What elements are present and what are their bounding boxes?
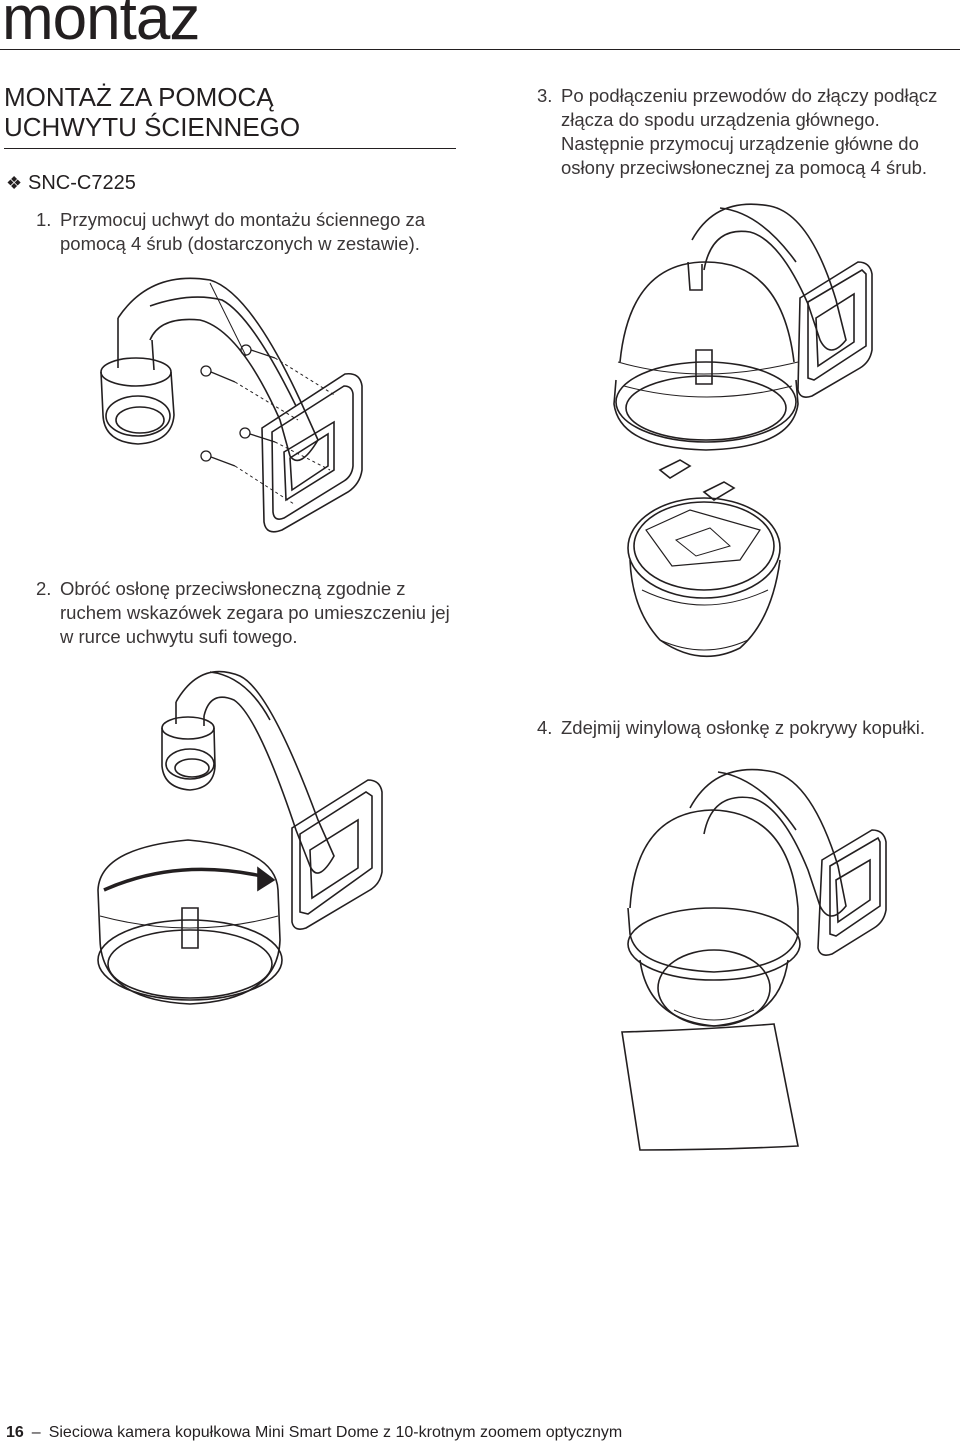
step-1: 1. Przymocuj uchwyt do montażu ściennego… — [36, 208, 456, 256]
footer-text: Sieciowa kamera kopułkowa Mini Smart Dom… — [48, 1424, 623, 1441]
section-heading: MONTAŻ ZA POMOCĄ UCHWYTU ŚCIENNEGO — [4, 82, 454, 142]
step-text: Zdejmij winylową osłonkę z pokrywy kopuł… — [561, 717, 925, 738]
step-number: 2. — [36, 578, 52, 599]
vinyl-cover-removal-drawing — [622, 770, 886, 1150]
section-heading-line-2: UCHWYTU ŚCIENNEGO — [4, 112, 301, 142]
chapter-title: montaż — [2, 0, 200, 53]
step-2: 2. Obróć osłonę przeciwsłoneczną zgodnie… — [36, 577, 466, 649]
section-heading-line-1: MONTAŻ ZA POMOCĄ — [4, 82, 274, 112]
step-number: 1. — [36, 209, 52, 230]
step-text: Obróć osłonę przeciwsłoneczną zgodnie z … — [60, 578, 450, 647]
step-4: 4. Zdejmij winylową osłonkę z pokrywy ko… — [537, 716, 957, 740]
model-name: SNC-C7225 — [28, 172, 136, 194]
sunshield-rotation-drawing — [98, 672, 382, 1004]
footer-dash: – — [31, 1424, 41, 1441]
chapter-rule — [0, 49, 960, 50]
step-text: Przymocuj uchwyt do montażu ściennego za… — [60, 209, 426, 254]
wall-bracket-drawing — [101, 278, 362, 532]
section-rule — [4, 148, 456, 149]
step-number: 3. — [537, 85, 553, 106]
step-number: 4. — [537, 717, 553, 738]
model-line: ❖SNC-C7225 — [6, 172, 136, 195]
step-3: 3. Po podłączeniu przewodów do złączy po… — [537, 84, 960, 180]
diamond-bullet-icon: ❖ — [6, 173, 23, 193]
page-number: 16 — [6, 1424, 24, 1441]
main-unit-attach-drawing — [614, 204, 872, 656]
step-text: Po podłączeniu przewodów do złączy podłą… — [561, 85, 938, 178]
footer: 16–Sieciowa kamera kopułkowa Mini Smart … — [6, 1424, 622, 1442]
